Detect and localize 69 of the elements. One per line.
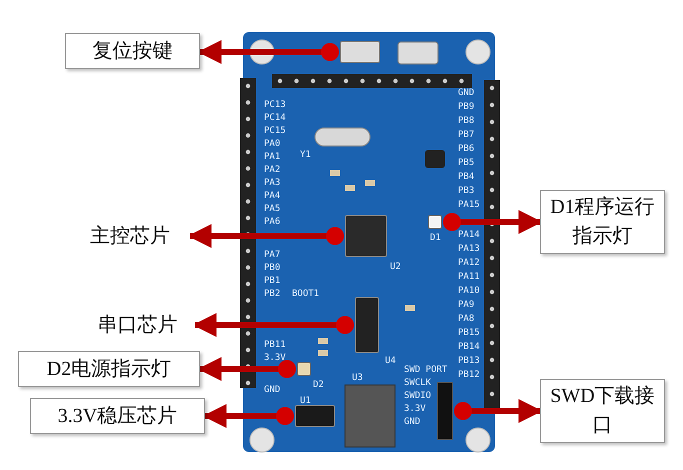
- callout-label: D2电源指示灯: [18, 351, 200, 387]
- arrow: [198, 40, 339, 64]
- silkscreen-label: PB15: [458, 328, 480, 338]
- silkscreen-label: PB2: [264, 289, 280, 299]
- component-label: U3: [352, 373, 363, 383]
- silkscreen-label: PC14: [264, 113, 286, 123]
- silkscreen-label: PB7: [458, 130, 474, 140]
- silkscreen-label: PA6: [264, 217, 280, 227]
- silkscreen-label: PA1: [264, 152, 280, 162]
- callout-label: 复位按键: [65, 33, 200, 69]
- silkscreen-label: PA2: [264, 165, 280, 175]
- silkscreen-label: PB9: [458, 102, 474, 112]
- silkscreen-label: PA7: [264, 250, 280, 260]
- pin-header: [437, 382, 453, 440]
- silkscreen-label: SWD PORT: [404, 365, 448, 375]
- chip: [345, 215, 387, 257]
- component-label: U4: [385, 356, 396, 366]
- silkscreen-label: 3.3V: [264, 353, 286, 363]
- silkscreen-label: PB13: [458, 356, 480, 366]
- silkscreen-label: GND: [404, 417, 420, 427]
- silkscreen-label: PA0: [264, 139, 280, 149]
- silkscreen-label: PA12: [458, 258, 480, 268]
- silkscreen-label: PB3: [458, 186, 474, 196]
- silkscreen-label: GND: [264, 385, 280, 395]
- component-label: U1: [300, 396, 311, 406]
- push-button: [340, 41, 380, 63]
- silkscreen-label: PB5: [458, 158, 474, 168]
- callout-label: 3.3V稳压芯片: [30, 398, 205, 434]
- silkscreen-label: PB4: [458, 172, 474, 182]
- silkscreen-label: PA8: [458, 314, 474, 324]
- silkscreen-label: PB8: [458, 116, 474, 126]
- arrow: [202, 404, 294, 428]
- callout-label: D1程序运行指示灯: [540, 190, 665, 254]
- component-label: D1: [430, 233, 441, 243]
- silkscreen-label: PA10: [458, 286, 480, 296]
- silkscreen-label: 3.3V: [404, 404, 426, 414]
- led: [428, 215, 442, 229]
- component-label: D2: [313, 380, 324, 390]
- silkscreen-label: PB14: [458, 342, 480, 352]
- silkscreen-label: BOOT1: [292, 289, 320, 299]
- silkscreen-label: GND: [458, 88, 474, 98]
- silkscreen-label: PA5: [264, 204, 280, 214]
- arrow: [454, 399, 542, 423]
- silkscreen-label: SWDIO: [404, 391, 432, 401]
- silkscreen-label: PC15: [264, 126, 286, 136]
- arrow: [198, 357, 296, 381]
- arrow: [443, 210, 542, 234]
- callout-label: SWD下载接口: [540, 379, 665, 443]
- arrow: [188, 224, 344, 248]
- chip: [295, 405, 335, 427]
- led: [297, 362, 311, 376]
- silkscreen-label: PB0: [264, 263, 280, 273]
- silkscreen-label: PA11: [458, 272, 480, 282]
- silkscreen-label: PA9: [458, 300, 474, 310]
- chip: [355, 297, 379, 353]
- silkscreen-label: PC13: [264, 100, 286, 110]
- silkscreen-label: PB1: [264, 276, 280, 286]
- silkscreen-label: PA14: [458, 230, 480, 240]
- silkscreen-label: PB6: [458, 144, 474, 154]
- component-label: U2: [390, 262, 401, 272]
- silkscreen-label: PB11: [264, 340, 286, 350]
- silkscreen-label: PA15: [458, 200, 480, 210]
- silkscreen-label: SWCLK: [404, 378, 432, 388]
- component-label: Y1: [300, 150, 311, 160]
- silkscreen-label: PA4: [264, 191, 280, 201]
- silkscreen-label: PB12: [458, 370, 480, 380]
- silkscreen-label: PA13: [458, 244, 480, 254]
- silkscreen-label: PA3: [264, 178, 280, 188]
- arrow: [192, 313, 354, 337]
